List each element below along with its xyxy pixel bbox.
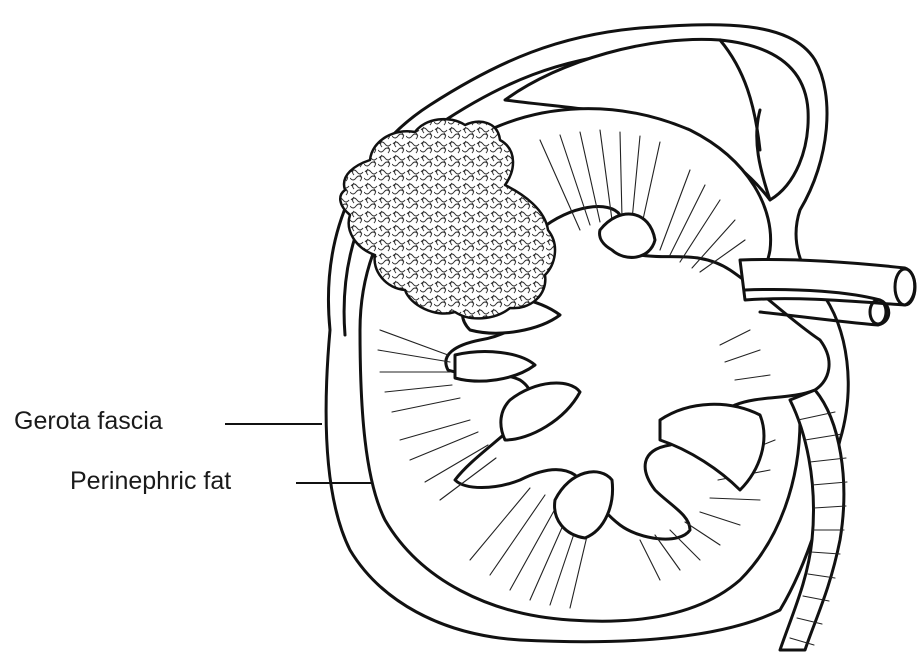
- perinephric-fat-label: Perinephric fat: [70, 469, 231, 494]
- gerota-fascia-label: Gerota fascia: [14, 409, 163, 434]
- renal-vessels: [740, 259, 915, 305]
